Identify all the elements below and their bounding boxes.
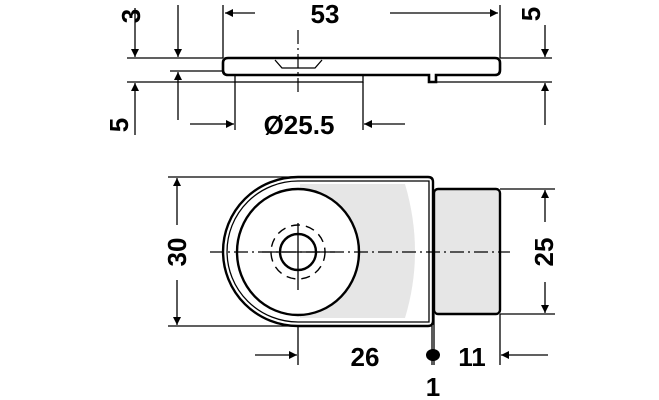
dim-gap: 1 <box>426 372 440 400</box>
hub <box>234 74 364 83</box>
dim-tab-width: 25 <box>529 238 559 267</box>
plate-outline <box>221 56 502 84</box>
dim-center-to-edge: 26 <box>351 342 380 372</box>
tab <box>432 187 502 316</box>
gap-marker <box>426 349 440 361</box>
dim-plate-thickness: 3 <box>116 9 146 23</box>
body-inner-outline <box>226 180 430 323</box>
dim-hub-diameter: Ø25.5 <box>264 110 335 140</box>
dim-overall-width: 30 <box>162 238 192 267</box>
plan-view: 30 25 26 1 11 <box>162 175 559 400</box>
dim-total-height-right: 5 <box>516 7 546 21</box>
dim-tab-length: 11 <box>458 342 486 372</box>
side-view: 53 3 5 5 Ø25.5 <box>104 0 552 140</box>
dim-total-height-left: 5 <box>104 118 134 132</box>
dim-overall-length: 53 <box>311 0 340 29</box>
